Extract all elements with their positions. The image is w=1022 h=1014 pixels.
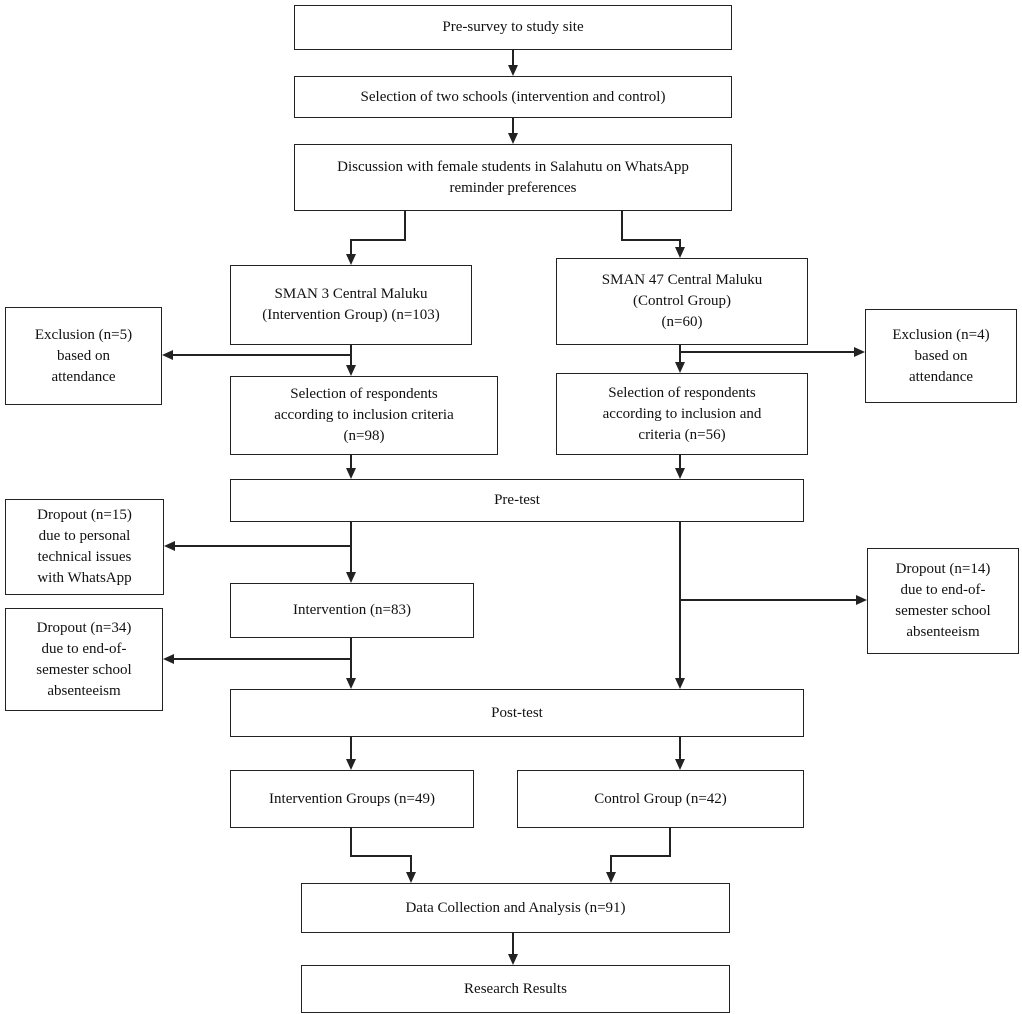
exclusion-left-text-line-3: attendance	[51, 368, 116, 385]
dropout-right-text-line-1: Dropout (n=14)	[895, 561, 991, 577]
control-group-box: Control Group (n=42)	[517, 770, 804, 828]
arrow-to-dropout-right	[680, 595, 867, 605]
sman47-box: SMAN 47 Central Maluku (Control Group) (…	[556, 258, 808, 345]
intervention-groups-box: Intervention Groups (n=49)	[230, 770, 474, 828]
exclusion-left-box: Exclusion (n=5) based on attendance	[5, 307, 162, 405]
arrow-intervention-groups-to-data	[350, 828, 416, 883]
selection-left-box: Selection of respondents according to in…	[230, 376, 498, 455]
arrow-data-to-results	[508, 933, 518, 965]
sman3-text-line-2: (Intervention Group) (n=103)	[262, 307, 440, 323]
arrow-selection-to-discussion	[508, 118, 518, 144]
exclusion-right-text-line-3: attendance	[908, 368, 974, 385]
sman47-text-line-2: (Control Group)	[633, 293, 731, 309]
arrow-sman3-to-selection-left	[346, 345, 356, 376]
pretest-text: Pre-test	[494, 492, 540, 508]
intervention-groups-text: Intervention Groups (n=49)	[269, 790, 435, 807]
discussion-text-line-1: Discussion with female students in Salah…	[337, 158, 689, 175]
selection-right-box: Selection of respondents according to in…	[556, 373, 808, 455]
selection-left-text-line-2: according to inclusion criteria	[274, 407, 454, 423]
dropout-tech-text-line-4: with WhatsApp	[37, 570, 132, 586]
arrow-selection-right-to-pretest	[675, 455, 685, 479]
arrow-sman47-to-selection-right	[675, 345, 685, 373]
dropout-right-text-line-3: semester school	[895, 603, 991, 619]
selection-right-text-line-3: criteria (n=56)	[638, 426, 726, 443]
arrow-to-dropout-absent	[163, 654, 351, 664]
dropout-right-box: Dropout (n=14) due to end-of- semester s…	[867, 548, 1019, 654]
presurvey-text: Pre-survey to study site	[442, 19, 584, 35]
dropout-tech-text-line-1: Dropout (n=15)	[37, 507, 132, 523]
posttest-text: Post-test	[491, 704, 543, 721]
selection-right-text-line-1: Selection of respondents	[608, 384, 756, 401]
sman47-text-line-3: (n=60)	[661, 314, 703, 330]
dropout-absent-box: Dropout (n=34) due to end-of- semester s…	[5, 608, 163, 711]
control-group-text: Control Group (n=42)	[594, 790, 727, 807]
arrow-pretest-to-intervention	[346, 522, 356, 583]
exclusion-right-box: Exclusion (n=4) based on attendance	[865, 309, 1017, 403]
arrow-discussion-to-sman3	[346, 211, 406, 265]
posttest-box: Post-test	[230, 689, 804, 737]
sman3-text-line-1: SMAN 3 Central Maluku	[274, 286, 428, 302]
arrow-selection-left-to-pretest	[346, 455, 356, 479]
exclusion-left-text-line-2: based on	[57, 347, 110, 364]
dropout-tech-box: Dropout (n=15) due to personal technical…	[5, 499, 164, 595]
school-selection-text: Selection of two schools (intervention a…	[360, 88, 666, 105]
exclusion-right-text-line-2: based on	[914, 347, 968, 364]
dropout-right-text-line-2: due to end-of-	[900, 582, 986, 598]
selection-right-text-line-2: according to inclusion and	[602, 405, 762, 422]
arrow-discussion-to-sman47	[621, 211, 685, 258]
discussion-text-line-2: reminder preferences	[449, 179, 577, 196]
arrow-control-group-to-data	[606, 828, 671, 883]
dropout-tech-text-line-3: technical issues	[37, 549, 132, 565]
data-collection-text: Data Collection and Analysis (n=91)	[405, 899, 626, 916]
research-results-text: Research Results	[464, 980, 567, 997]
arrow-intervention-to-posttest	[346, 638, 356, 689]
sman3-box: SMAN 3 Central Maluku (Intervention Grou…	[230, 265, 472, 345]
exclusion-right-text-line-1: Exclusion (n=4)	[892, 326, 990, 343]
dropout-absent-text-line-4: absenteeism	[47, 682, 121, 699]
arrow-to-exclusion-right	[680, 347, 865, 357]
pretest-box: Pre-test	[230, 479, 804, 522]
dropout-absent-text-line-3: semester school	[36, 661, 132, 678]
arrow-to-exclusion-left	[162, 350, 351, 360]
sman47-text-line-1: SMAN 47 Central Maluku	[601, 272, 763, 288]
data-collection-box: Data Collection and Analysis (n=91)	[301, 883, 730, 933]
research-results-box: Research Results	[301, 965, 730, 1013]
arrow-presurvey-to-selection	[508, 50, 518, 76]
exclusion-left-text-line-1: Exclusion (n=5)	[34, 326, 133, 343]
arrow-posttest-to-intervention-groups	[346, 737, 356, 770]
dropout-absent-text-line-1: Dropout (n=34)	[36, 619, 132, 636]
dropout-right-text-line-4: absenteeism	[906, 624, 980, 640]
intervention-text: Intervention (n=83)	[292, 602, 411, 618]
discussion-box: Discussion with female students in Salah…	[294, 144, 732, 211]
dropout-tech-text-line-2: due to personal	[38, 528, 131, 544]
arrow-posttest-to-control-group	[675, 737, 685, 770]
intervention-box: Intervention (n=83)	[230, 583, 474, 638]
selection-left-text-line-3: (n=98)	[343, 428, 385, 444]
school-selection-box: Selection of two schools (intervention a…	[294, 76, 732, 118]
arrow-pretest-to-posttest-control	[675, 522, 685, 689]
dropout-absent-text-line-2: due to end-of-	[41, 640, 127, 657]
presurvey-box: Pre-survey to study site	[294, 5, 732, 50]
selection-left-text-line-1: Selection of respondents	[290, 386, 438, 402]
arrow-to-dropout-tech	[164, 541, 351, 551]
